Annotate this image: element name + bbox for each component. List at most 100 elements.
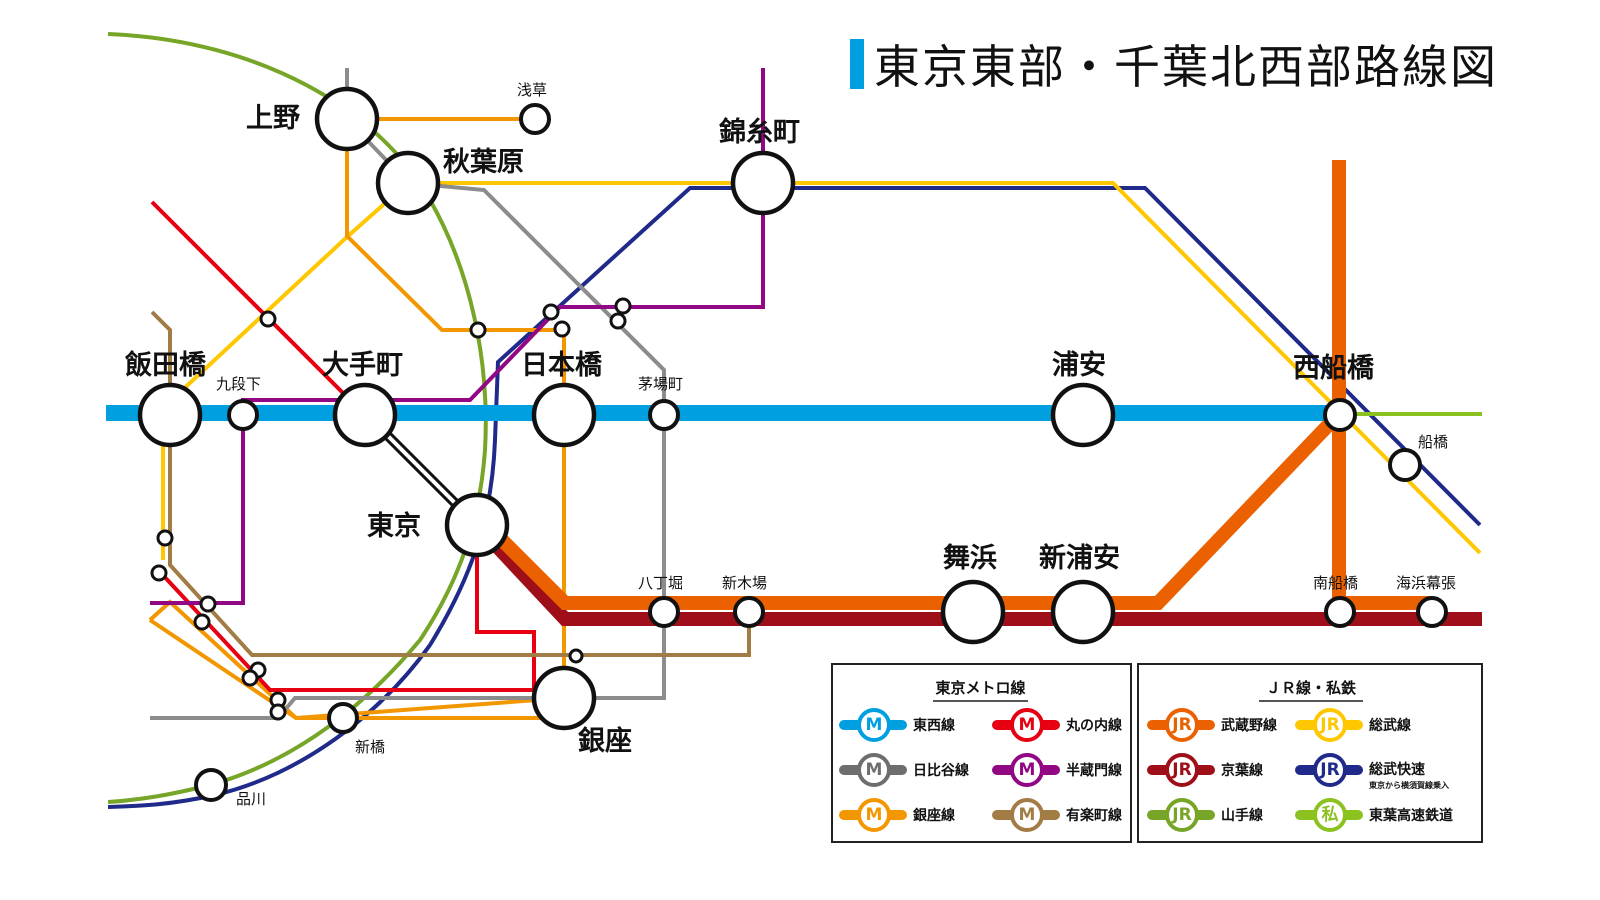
label-funabashi: 船橋	[1418, 433, 1448, 451]
station-kayabacho[interactable]	[648, 399, 680, 431]
label-maihama: 舞浜	[943, 543, 997, 574]
station-iidabashi[interactable]	[137, 382, 203, 448]
legend-item: JR 武蔵野線	[1145, 707, 1277, 743]
label-kayabacho: 茅場町	[638, 375, 683, 393]
station-urayasu[interactable]	[1050, 382, 1116, 448]
line-symbol: M	[857, 798, 891, 832]
label-shimbashi: 新橋	[355, 738, 385, 756]
station-shinagawa[interactable]	[194, 768, 228, 802]
legend-line-name: 東西線	[913, 718, 955, 734]
label-asakusa: 浅草	[517, 81, 547, 99]
station-tokyo[interactable]	[444, 492, 510, 558]
label-hatchobori: 八丁堀	[638, 574, 683, 592]
legend-item: M 銀座線	[837, 797, 955, 833]
line-symbol: JR	[1313, 753, 1347, 787]
station-kinshicho[interactable]	[730, 150, 796, 216]
label-minamifunabashi: 南船橋	[1313, 574, 1358, 592]
line-badge-icon: M	[837, 798, 909, 832]
station-hatchobori[interactable]	[648, 596, 680, 628]
line-symbol: JR	[1165, 798, 1199, 832]
legend-line-name: 日比谷線	[913, 763, 969, 779]
label-shinagawa: 品川	[236, 790, 266, 808]
line-badge-icon: M	[837, 708, 909, 742]
label-kinshicho: 錦糸町	[719, 116, 800, 148]
legend-item: M 日比谷線	[837, 752, 969, 788]
station-kudanshita[interactable]	[227, 399, 259, 431]
station-nishifunabashi[interactable]	[1323, 398, 1357, 432]
line-badge-icon: M	[990, 798, 1062, 832]
station-maihama[interactable]	[940, 579, 1006, 645]
line-symbol: JR	[1165, 708, 1199, 742]
label-nihombashi: 日本橋	[521, 350, 603, 381]
label-urayasu: 浦安	[1052, 349, 1106, 381]
line-symbol: JR	[1313, 708, 1347, 742]
legend-line-note: 東京から横須賀線乗入	[1369, 781, 1449, 790]
label-iidabashi: 飯田橋	[125, 349, 207, 381]
line-symbol: M	[1010, 753, 1044, 787]
station-nihombashi[interactable]	[531, 382, 597, 448]
label-nishifunabashi: 西船橋	[1293, 352, 1375, 384]
label-akihabara: 秋葉原	[443, 147, 524, 178]
station-shimbashi[interactable]	[327, 702, 359, 734]
station-otemachi[interactable]	[332, 382, 398, 448]
legend-line-name: 銀座線	[913, 808, 955, 824]
line-badge-icon: JR	[1145, 753, 1217, 787]
map-title: 東京東部・千葉北西部路線図	[850, 38, 1498, 94]
line-badge-icon: JR	[1293, 708, 1365, 742]
label-shinkiba: 新木場	[722, 574, 767, 592]
legend-item: 私 東葉高速鉄道	[1293, 797, 1453, 833]
label-ginza: 銀座	[578, 725, 632, 757]
line-keiyo	[471, 520, 1482, 626]
line-badge-icon: JR	[1145, 708, 1217, 742]
station-ueno[interactable]	[314, 86, 380, 152]
line-musashino	[472, 160, 1432, 610]
line-badge-icon: M	[990, 753, 1062, 787]
legend-line-name: 山手線	[1221, 808, 1263, 824]
line-badge-icon: M	[990, 708, 1062, 742]
title-accent-bar	[850, 39, 864, 89]
title-text: 東京東部・千葉北西部路線図	[874, 40, 1498, 94]
station-funabashi[interactable]	[1388, 448, 1422, 482]
legend-line-name: 総武線	[1369, 718, 1411, 734]
legend-line-name: 東葉高速鉄道	[1369, 808, 1453, 824]
label-kudanshita: 九段下	[216, 375, 261, 393]
legend-line-name: 京葉線	[1221, 763, 1263, 779]
legend-item: JR 山手線	[1145, 797, 1263, 833]
line-symbol: M	[1010, 708, 1044, 742]
label-otemachi: 大手町	[322, 350, 403, 381]
legend-jr-title: ＪＲ線・私鉄	[1259, 677, 1363, 702]
line-symbol: M	[1010, 798, 1044, 832]
line-badge-icon: 私	[1293, 798, 1365, 832]
label-ueno: 上野	[246, 103, 300, 134]
station-kaihinmakuhari[interactable]	[1416, 596, 1448, 628]
line-badge-icon: M	[837, 753, 909, 787]
label-tokyo: 東京	[367, 510, 421, 542]
legend-metro-title: 東京メトロ線	[933, 677, 1028, 702]
station-shinurayasu[interactable]	[1050, 579, 1116, 645]
line-symbol: M	[857, 753, 891, 787]
legend-item: M 半蔵門線	[990, 752, 1122, 788]
line-symbol: 私	[1313, 798, 1347, 832]
line-symbol: M	[857, 708, 891, 742]
line-marunouchi	[150, 200, 536, 692]
legend-line-name: 半蔵門線	[1066, 763, 1122, 779]
legend-item: JR 総武線	[1293, 707, 1411, 743]
line-hanzomon	[150, 68, 765, 605]
line-badge-icon: JR	[1293, 753, 1365, 787]
station-akihabara[interactable]	[375, 150, 441, 216]
station-minamifunabashi[interactable]	[1324, 596, 1356, 628]
station-asakusa[interactable]	[519, 103, 551, 135]
legend-line-name: 有楽町線	[1066, 808, 1122, 824]
label-kaihinmakuhari: 海浜幕張	[1396, 574, 1456, 592]
legend-item: M 東西線	[837, 707, 955, 743]
station-shinkiba[interactable]	[733, 596, 765, 628]
legend-line-name: 武蔵野線	[1221, 718, 1277, 734]
legend-line-name: 総武快速	[1369, 762, 1425, 778]
legend-item: M 有楽町線	[990, 797, 1122, 833]
station-ginza[interactable]	[531, 665, 597, 731]
